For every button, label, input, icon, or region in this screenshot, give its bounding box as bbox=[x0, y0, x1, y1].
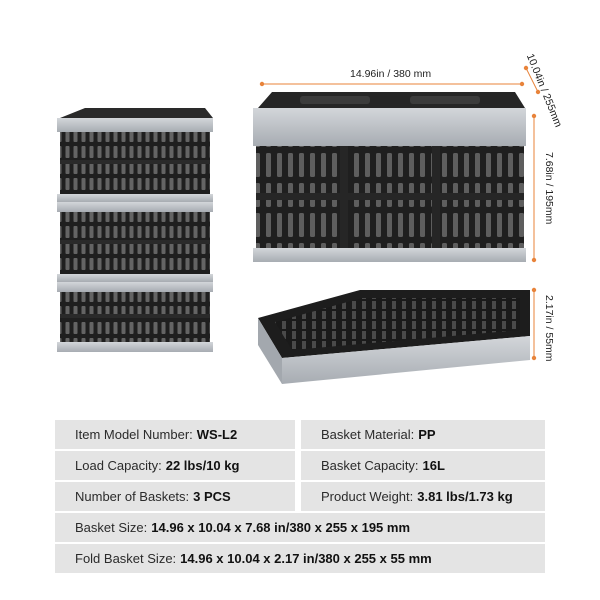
spec-count-value: 3 PCS bbox=[193, 489, 231, 504]
spec-fold-size-value: 14.96 x 10.04 x 2.17 in/380 x 255 x 55 m… bbox=[180, 551, 432, 566]
spec-model-value: WS-L2 bbox=[196, 427, 238, 442]
spec-capacity-value: 16L bbox=[422, 458, 445, 473]
stacked-basket-top bbox=[57, 108, 213, 202]
spec-count: Number of Baskets: 3 PCS bbox=[55, 482, 295, 511]
spec-load-value: 22 lbs/10 kg bbox=[165, 458, 240, 473]
product-figure: 14.96in / 380 mm 10.04in / 255mm 7.68in … bbox=[57, 52, 564, 384]
spec-weight: Product Weight: 3.81 lbs/1.73 kg bbox=[301, 482, 545, 511]
spec-load-label: Load Capacity: bbox=[75, 458, 162, 473]
fold-height-dimension-label: 2.17in / 55mm bbox=[543, 295, 555, 362]
spec-count-label: Number of Baskets: bbox=[75, 489, 190, 504]
spec-capacity-label: Basket Capacity: bbox=[321, 458, 419, 473]
spec-material-label: Basket Material: bbox=[321, 427, 415, 442]
length-dimension-label: 14.96in / 380 mm bbox=[350, 68, 432, 80]
stacked-baskets bbox=[57, 108, 213, 352]
spec-material: Basket Material: PP bbox=[301, 420, 545, 449]
stacked-basket-bottom bbox=[57, 282, 213, 352]
folded-basket bbox=[258, 290, 530, 384]
spec-material-value: PP bbox=[418, 427, 436, 442]
spec-model-label: Item Model Number: bbox=[75, 427, 193, 442]
spec-size: Basket Size: 14.96 x 10.04 x 7.68 in/380… bbox=[55, 513, 545, 542]
stacked-basket-middle bbox=[57, 202, 213, 282]
spec-size-value: 14.96 x 10.04 x 7.68 in/380 x 255 x 195 … bbox=[151, 520, 411, 535]
spec-weight-label: Product Weight: bbox=[321, 489, 414, 504]
spec-fold-size-label: Fold Basket Size: bbox=[75, 551, 177, 566]
open-basket bbox=[253, 92, 526, 262]
spec-size-label: Basket Size: bbox=[75, 520, 148, 535]
spec-load: Load Capacity: 22 lbs/10 kg bbox=[55, 451, 295, 480]
height-dimension-label: 7.68in / 195mm bbox=[543, 152, 555, 225]
basket-illustration bbox=[57, 65, 541, 384]
spec-capacity: Basket Capacity: 16L bbox=[301, 451, 545, 480]
spec-model: Item Model Number: WS-L2 bbox=[55, 420, 295, 449]
spec-weight-value: 3.81 lbs/1.73 kg bbox=[417, 489, 513, 504]
dimension-lines bbox=[259, 65, 541, 361]
spec-fold-size: Fold Basket Size: 14.96 x 10.04 x 2.17 i… bbox=[55, 544, 545, 573]
